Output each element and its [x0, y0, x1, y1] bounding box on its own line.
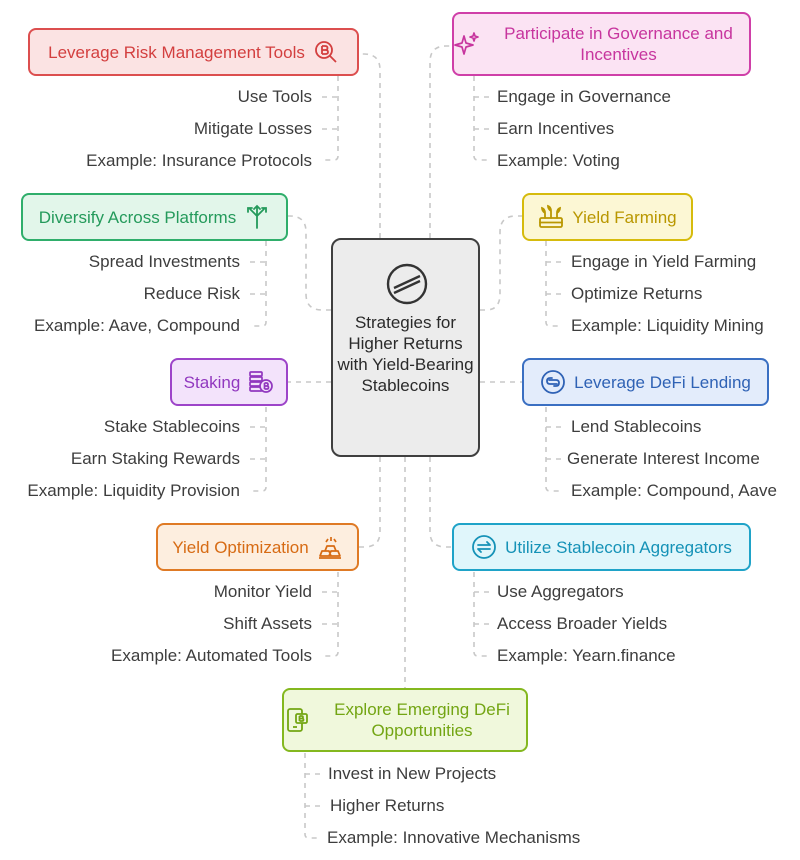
leaf-diversify-1: Spread Investments: [88, 252, 240, 271]
stellar-logo-icon: [386, 263, 428, 305]
node-staking: Staking: [170, 358, 288, 406]
leaf-lending-2: Generate Interest Income: [567, 449, 760, 468]
node-leverage-defi-lending: Leverage DeFi Lending: [522, 358, 769, 406]
leaf-staking-1: Stake Stablecoins: [103, 417, 240, 436]
node-yield-farming: Yield Farming: [522, 193, 693, 241]
node-title: Diversify Across Platforms: [38, 207, 237, 227]
node-title: Explore Emerging DeFi Opportunities: [334, 700, 510, 740]
node-title: Participate in Governance and Incentives: [504, 24, 733, 64]
leaf-aggregators-1: Use Aggregators: [497, 582, 624, 601]
leaf-optimization-3: Example: Automated Tools: [111, 646, 312, 665]
gold-bars-icon: [317, 534, 343, 560]
leaf-governance-1: Engage in Governance: [497, 87, 671, 106]
node-leverage-risk-management-tools: Leverage Risk Management Tools: [28, 28, 359, 76]
leaf-lending-1: Lend Stablecoins: [571, 417, 702, 436]
node-title: Staking: [183, 372, 241, 392]
node-title: Yield Optimization: [172, 537, 309, 557]
node-utilize-stablecoin-aggregators: Utilize Stablecoin Aggregators: [452, 523, 751, 571]
node-title: Leverage DeFi Lending: [574, 372, 751, 392]
leaf-emerging-1: Invest in New Projects: [328, 764, 497, 783]
seedling-tray-icon: [538, 204, 564, 230]
mobile-wallet-icon: [284, 707, 310, 733]
leaf-diversify-3: Example: Aave, Compound: [33, 316, 240, 335]
leaf-farming-2: Optimize Returns: [571, 284, 703, 303]
node-title: Leverage Risk Management Tools: [48, 42, 305, 62]
leaf-risk-2: Mitigate Losses: [193, 119, 312, 138]
leaf-risk-1: Use Tools: [237, 87, 312, 106]
node-diversify-across-platforms: Diversify Across Platforms: [21, 193, 288, 241]
leaf-emerging-3: Example: Innovative Mechanisms: [327, 828, 581, 847]
leaf-staking-2: Earn Staking Rewards: [70, 449, 240, 468]
central-topic-title: Strategies for Higher Returns with Yield…: [337, 313, 474, 395]
central-topic-node: Strategies for Higher Returns with Yield…: [331, 238, 480, 457]
leaf-aggregators-3: Example: Yearn.finance: [497, 646, 676, 665]
leaf-aggregators-2: Access Broader Yields: [497, 614, 668, 633]
leaf-governance-3: Example: Voting: [497, 151, 620, 170]
coin-stack-icon: [248, 369, 274, 395]
node-title: Yield Farming: [572, 207, 677, 227]
node-participate-in-governance: Participate in Governance and Incentives: [452, 12, 751, 76]
leaf-diversify-2: Reduce Risk: [143, 284, 240, 303]
leaf-staking-3: Example: Liquidity Provision: [27, 481, 240, 500]
link-cycle-icon: [540, 369, 566, 395]
leaf-emerging-2: Higher Returns: [330, 796, 445, 815]
leaf-farming-3: Example: Liquidity Mining: [571, 316, 764, 335]
node-yield-optimization: Yield Optimization: [156, 523, 359, 571]
leaf-optimization-1: Monitor Yield: [213, 582, 312, 601]
bitcoin-search-icon: [313, 39, 339, 65]
node-title: Utilize Stablecoin Aggregators: [505, 537, 732, 557]
branching-arrows-icon: [244, 204, 270, 230]
leaf-governance-2: Earn Incentives: [497, 119, 615, 138]
leaf-lending-3: Example: Compound, Aave: [571, 481, 778, 500]
leaf-farming-1: Engage in Yield Farming: [571, 252, 757, 271]
node-explore-emerging-defi: Explore Emerging DeFi Opportunities: [282, 688, 528, 752]
leaf-optimization-2: Shift Assets: [223, 614, 312, 633]
sparkles-icon: [454, 31, 480, 57]
leaf-risk-3: Example: Insurance Protocols: [86, 151, 312, 170]
exchange-coin-icon: [471, 534, 497, 560]
